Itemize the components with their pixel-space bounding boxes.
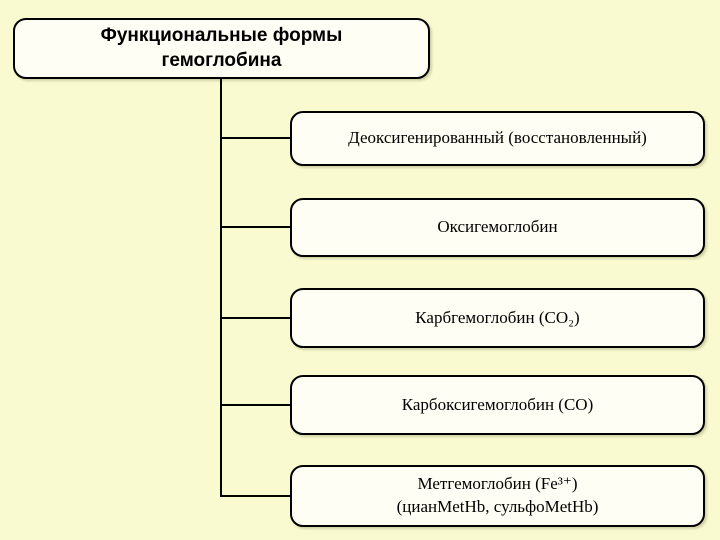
node-deoxygenated-label: Деоксигенированный (восстановленный) <box>348 128 647 148</box>
connector-branch-carboxyhemoglobin <box>220 404 290 406</box>
connector-branch-methemoglobin <box>220 495 290 497</box>
node-methemoglobin-label: Метгемоглобин (Fe³⁺) (цианMetHb, сульфоM… <box>396 474 599 516</box>
connector-branch-oxyhemoglobin <box>220 226 290 228</box>
connector-branch-carbhemoglobin <box>220 317 290 319</box>
node-carboxyhemoglobin: Карбоксигемоглобин (CO) <box>290 375 705 435</box>
node-carbhemoglobin-label: Карбгемоглобин (CO₂) <box>415 307 580 327</box>
node-methemoglobin: Метгемоглобин (Fe³⁺) (цианMetHb, сульфоM… <box>290 465 705 527</box>
node-oxyhemoglobin-label: Оксигемоглобин <box>437 217 558 237</box>
node-deoxygenated: Деоксигенированный (восстановленный) <box>290 111 705 166</box>
title-box: Функциональные формы гемоглобина <box>13 18 430 79</box>
connector-branch-deoxygenated <box>220 137 290 139</box>
title-text: Функциональные формы гемоглобина <box>100 24 343 71</box>
connector-trunk <box>220 79 222 497</box>
node-carbhemoglobin: Карбгемоглобин (CO₂) <box>290 288 705 348</box>
node-oxyhemoglobin: Оксигемоглобин <box>290 198 705 257</box>
node-carboxyhemoglobin-label: Карбоксигемоглобин (CO) <box>401 394 594 414</box>
